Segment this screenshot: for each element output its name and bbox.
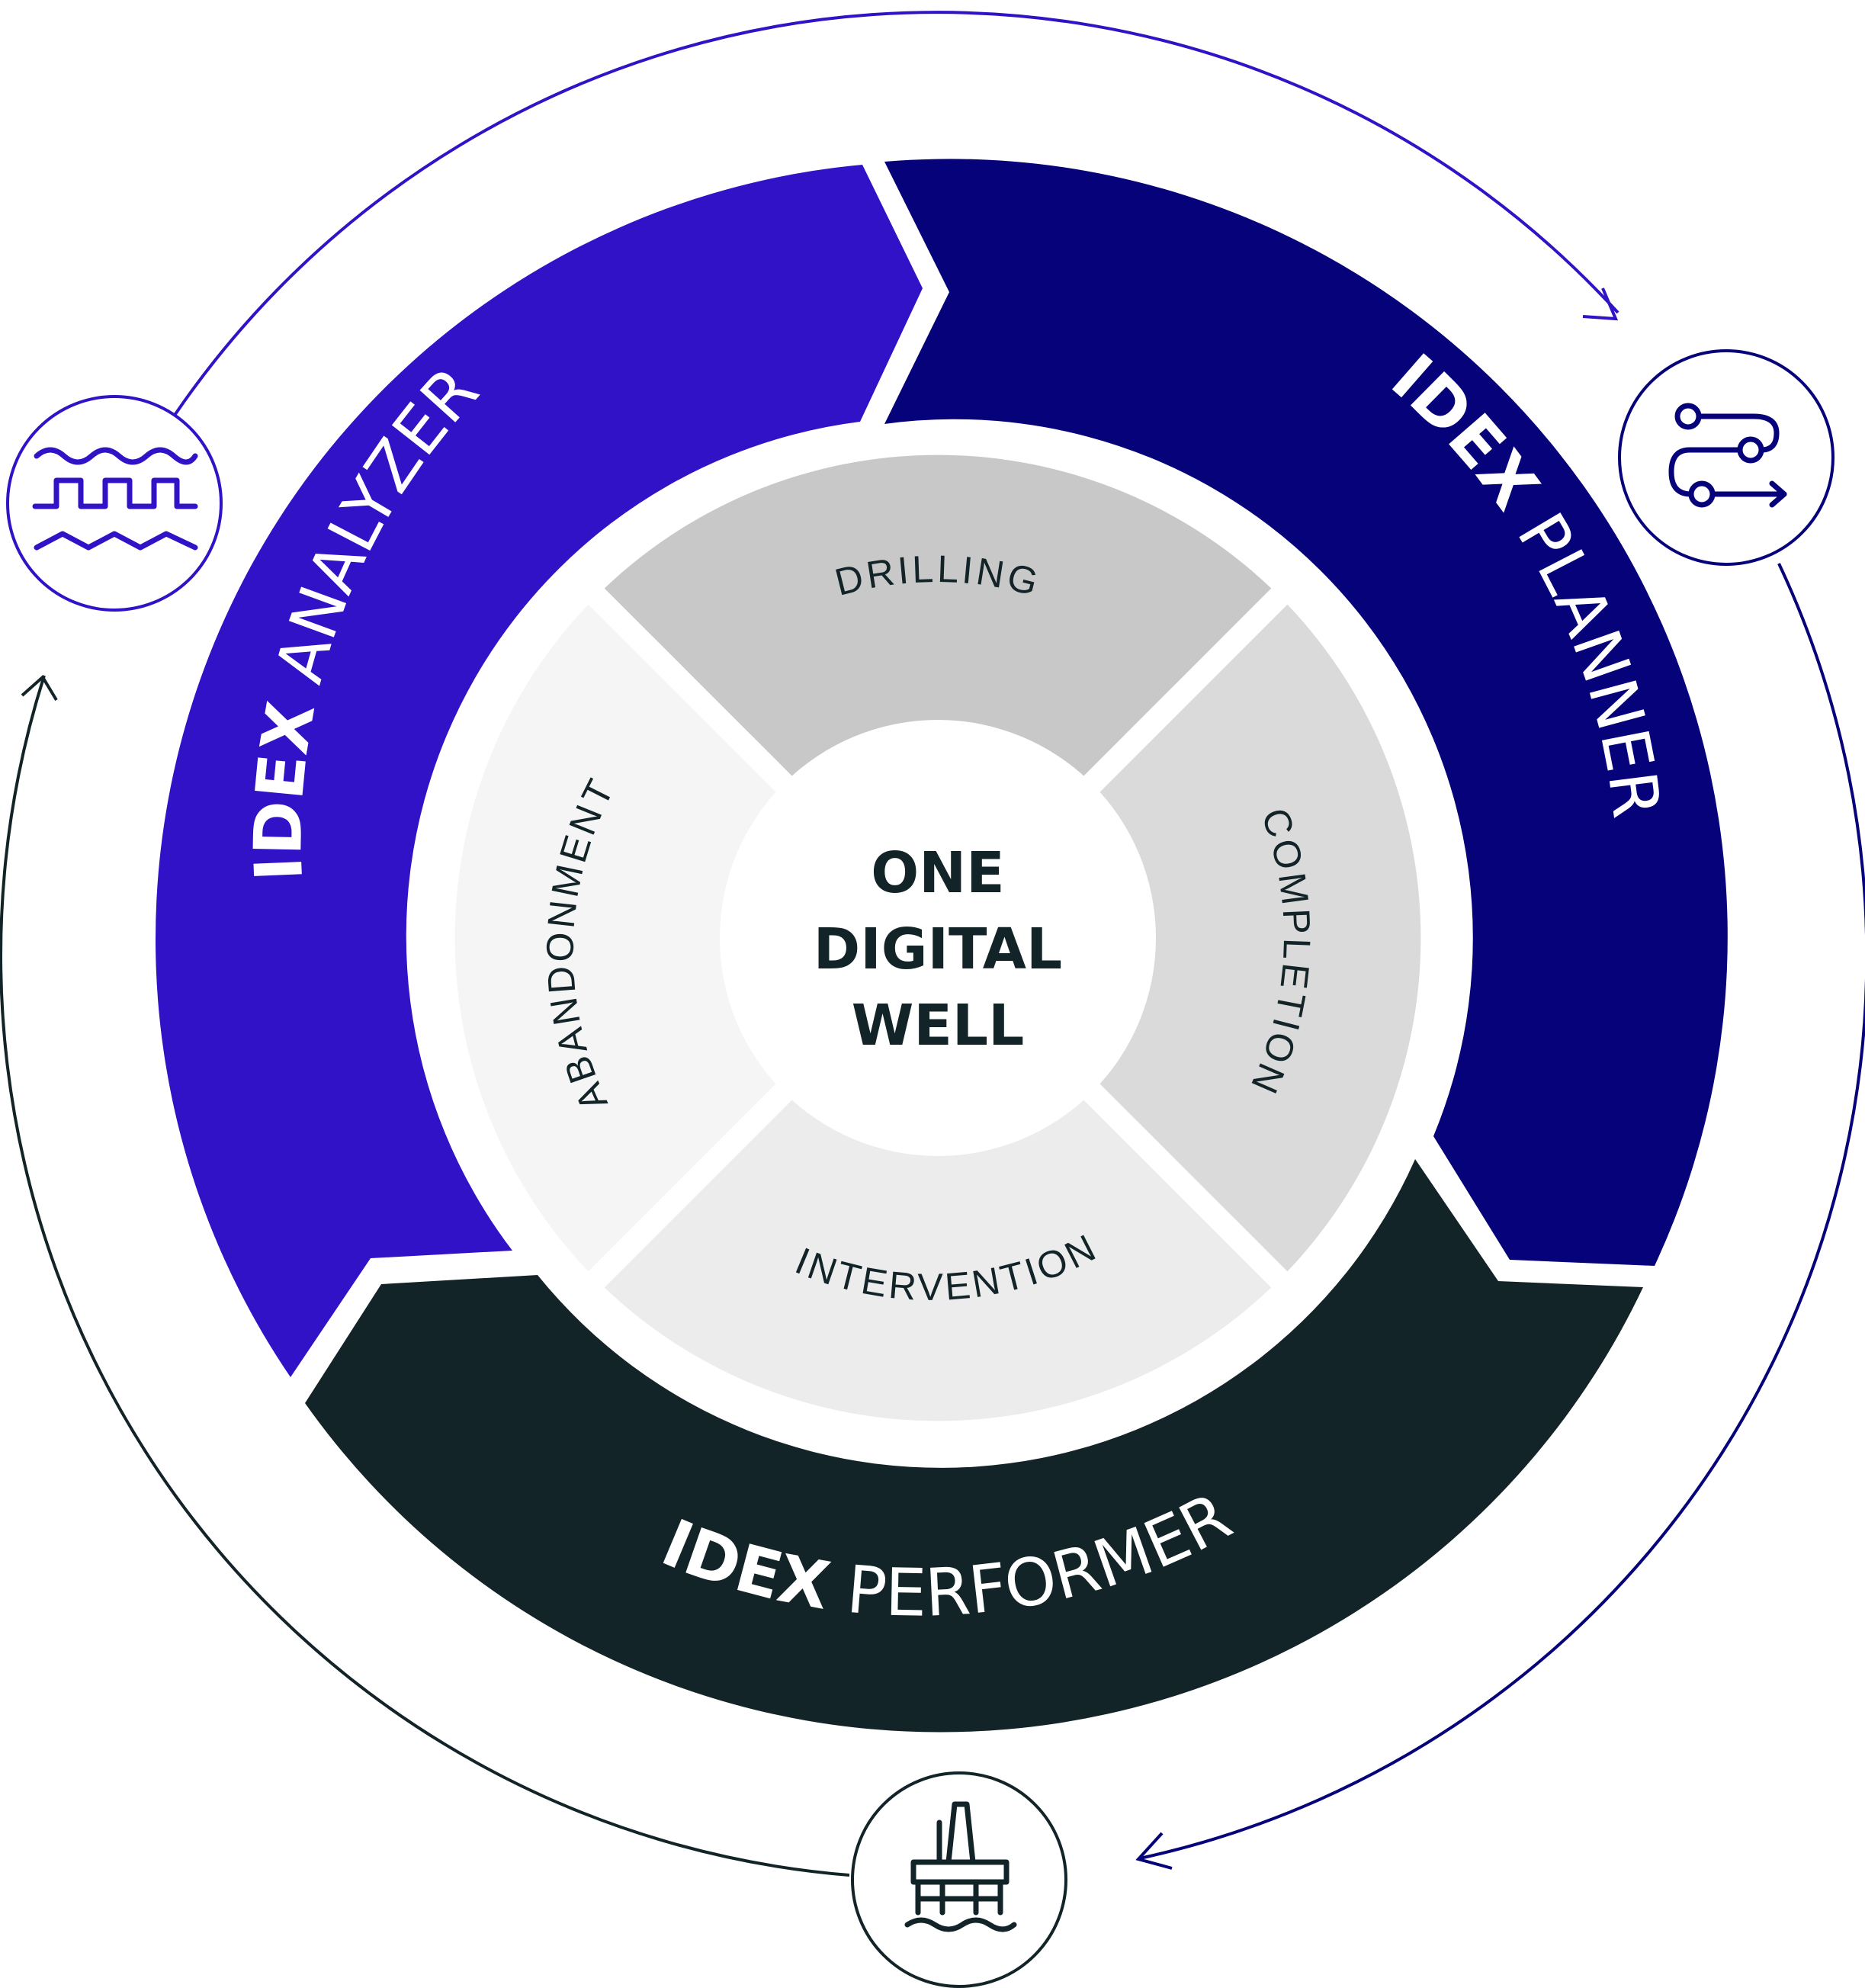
band-analyzer bbox=[155, 165, 923, 1377]
offshore-platform-icon bbox=[851, 1771, 1067, 1988]
quadrant-abandonment bbox=[454, 596, 938, 1280]
outer-cycle bbox=[0, 11, 1865, 1877]
cycle-arrowhead-performer bbox=[1135, 1832, 1173, 1870]
workflow-route-icon bbox=[1618, 349, 1835, 566]
cycle-arrowhead-analyzer bbox=[21, 674, 58, 702]
band-planner bbox=[884, 159, 1728, 1266]
quadrant-intervention bbox=[596, 938, 1279, 1421]
cycle-arc-analyzer-to-planner bbox=[174, 11, 1619, 416]
cycle-arc-planner-to-performer bbox=[1139, 563, 1865, 1860]
quadrant-drilling bbox=[596, 454, 1279, 938]
cycle-arrowhead-planner bbox=[1582, 287, 1619, 321]
center-title: ONE DIGITAL WELL bbox=[814, 840, 1062, 1058]
center-line-digital: DIGITAL bbox=[814, 917, 1062, 982]
center-circle bbox=[720, 720, 1156, 1156]
cycle-arc-performer-to-analyzer bbox=[0, 675, 850, 1877]
band-performer bbox=[305, 1159, 1643, 1733]
center-line-one: ONE bbox=[871, 840, 1004, 906]
center-line-well: WELL bbox=[852, 993, 1024, 1058]
quadrant-disc bbox=[423, 423, 1453, 1453]
quadrant-completion bbox=[938, 596, 1421, 1280]
module-analyzer-brand: IDEX bbox=[240, 696, 330, 882]
signal-wave-icon bbox=[6, 395, 223, 612]
